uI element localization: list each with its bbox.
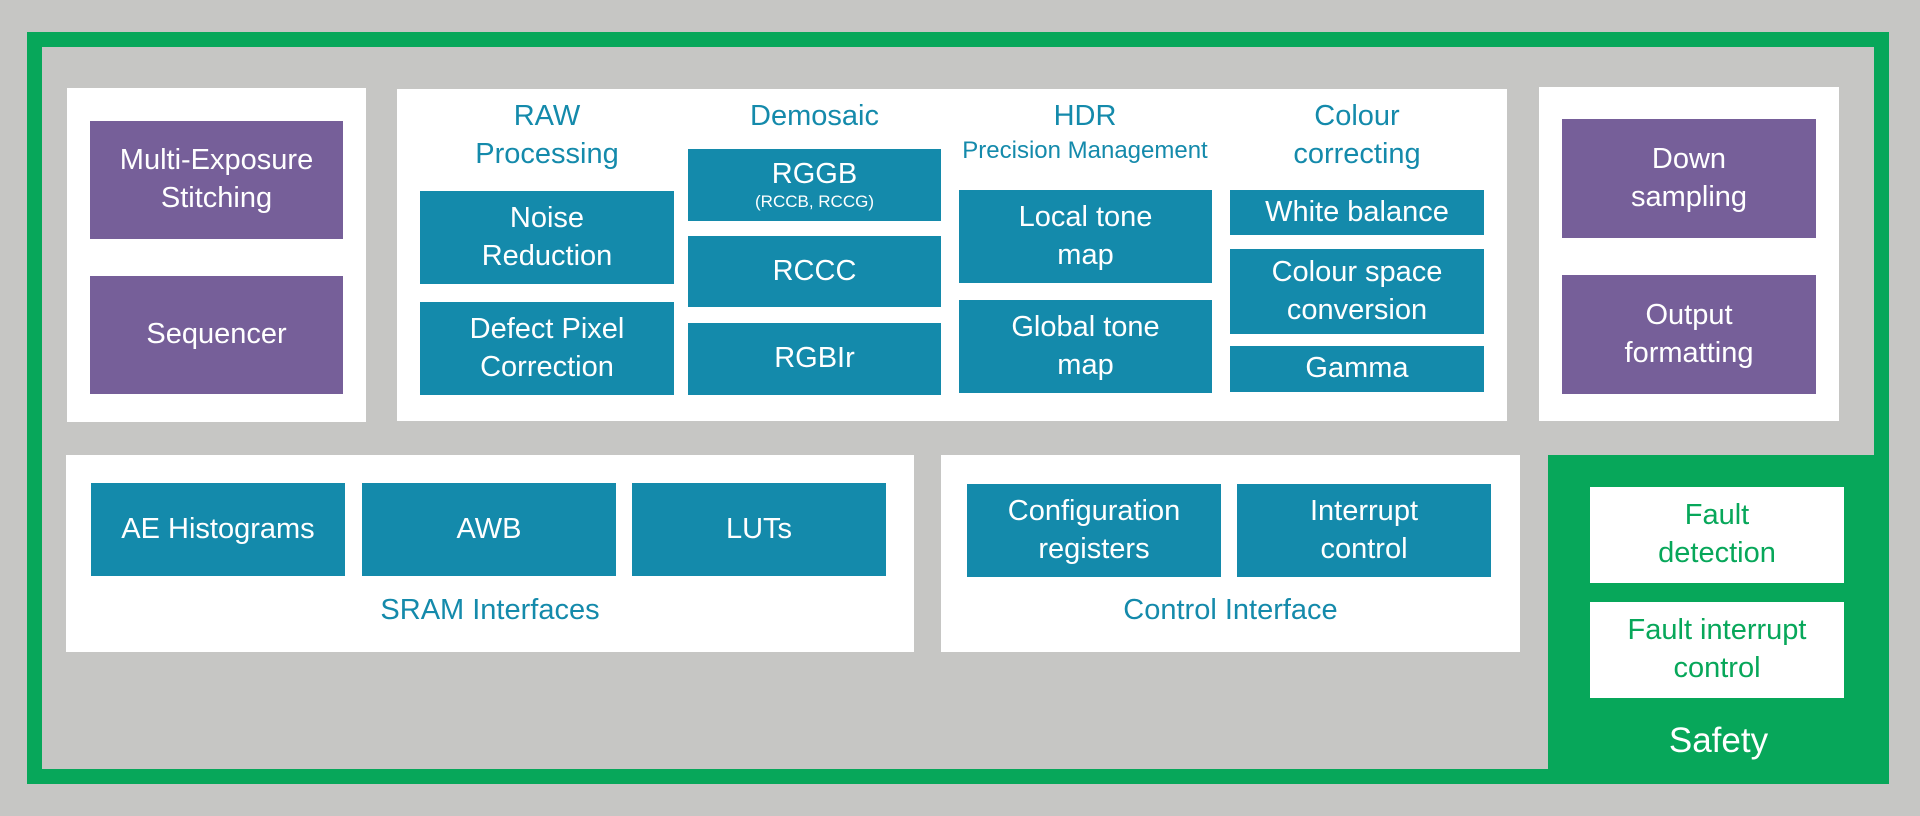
colour-space-conversion-block: Colour space conversion [1230,249,1484,334]
rccc-block: RCCC [688,236,941,307]
hdr-title: HDR [1053,100,1117,132]
awb-block: AWB [362,483,616,576]
fault-interrupt-control-block: Fault interrupt control [1590,602,1844,698]
control-interface-label: Control Interface [1123,594,1338,626]
interrupt-control-block: Interrupt control [1237,484,1491,577]
luts-block: LUTs [632,483,886,576]
local-tone-map-block: Local tone map [959,190,1212,283]
rgbir-block: RGBIr [688,323,941,395]
configuration-registers-block: Configuration registers [967,484,1221,577]
safety-label: Safety [1668,721,1769,760]
gamma-block: Gamma [1230,346,1484,392]
defect-pixel-correction-block: Defect Pixel Correction [420,302,674,395]
hdr-heading: HDR Precision Management [955,97,1215,167]
down-sampling-block: Down sampling [1562,119,1816,238]
fault-detection-block: Fault detection [1590,487,1844,583]
colour-correcting-heading: Colour correcting [1293,100,1421,171]
rggb-variants-label: (RCCB, RCCG) [755,191,874,211]
rggb-block: RGGB (RCCB, RCCG) [688,149,941,221]
white-balance-block: White balance [1230,190,1484,235]
global-tone-map-block: Global tone map [959,300,1212,393]
precision-management-subtitle: Precision Management [962,137,1208,165]
demosaic-heading: Demosaic [750,100,879,132]
multi-exposure-stitching-block: Multi-Exposure Stitching [90,121,343,239]
ae-histograms-block: AE Histograms [91,483,345,576]
sequencer-block: Sequencer [90,276,343,394]
noise-reduction-block: Noise Reduction [420,191,674,284]
sram-interfaces-label: SRAM Interfaces [380,594,600,626]
raw-processing-heading: RAW Processing [475,100,619,171]
rggb-label: RGGB [771,157,858,190]
output-formatting-block: Output formatting [1562,275,1816,394]
